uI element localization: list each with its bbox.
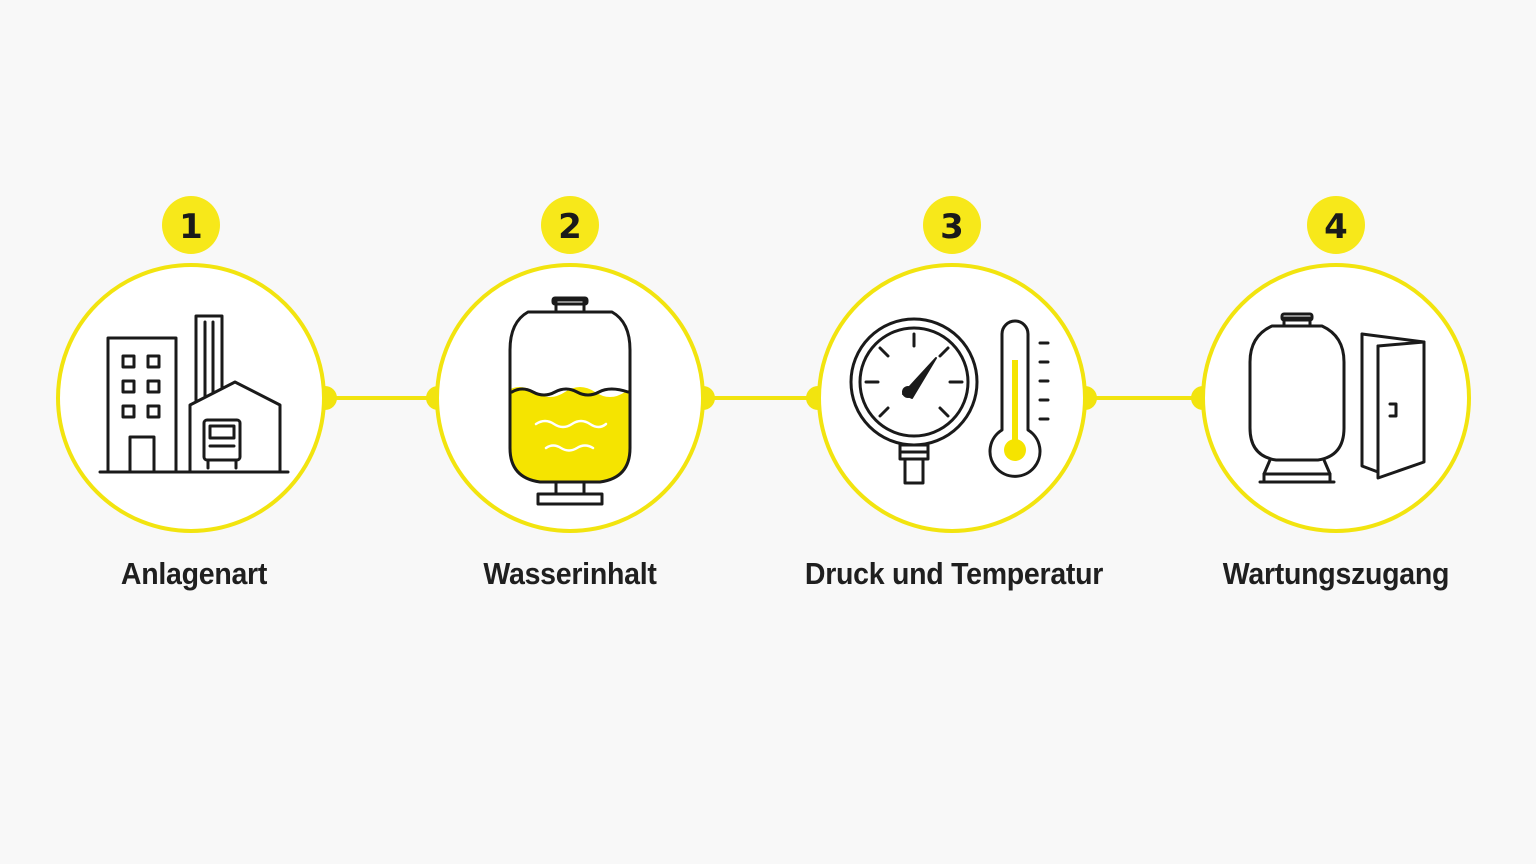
thermometer-icon bbox=[988, 319, 1050, 478]
step-2-badge bbox=[541, 196, 599, 254]
step-4: 4 bbox=[1201, 196, 1471, 533]
step-4-label: Wartungszugang bbox=[1222, 556, 1450, 591]
step-4-ring bbox=[1201, 263, 1471, 533]
step-1-ring bbox=[56, 263, 326, 533]
step-3-ring bbox=[817, 263, 1087, 533]
step-4-badge bbox=[1307, 196, 1365, 254]
step-3: 3 bbox=[817, 196, 1087, 533]
step-3-badge bbox=[923, 196, 981, 254]
connector-1-2 bbox=[313, 386, 450, 410]
step-1: 1 bbox=[56, 196, 326, 533]
step-1-number: 1 bbox=[179, 207, 203, 247]
pressure-gauge-icon bbox=[849, 317, 979, 485]
connector-3-4 bbox=[1073, 386, 1215, 410]
connector-2-3 bbox=[691, 386, 830, 410]
water-tank-icon bbox=[508, 296, 632, 506]
step-2-number: 2 bbox=[558, 207, 582, 247]
step-2: 2 bbox=[435, 196, 705, 533]
step-3-number: 3 bbox=[940, 207, 964, 247]
step-2-label: Wasserinhalt bbox=[483, 556, 657, 591]
industrial-building-icon bbox=[98, 314, 290, 474]
step-1-label: Anlagenart bbox=[120, 556, 268, 591]
step-4-number: 4 bbox=[1324, 207, 1348, 247]
step-3-label: Druck und Temperatur bbox=[804, 556, 1104, 591]
door-icon bbox=[1360, 332, 1426, 480]
step-1-badge bbox=[162, 196, 220, 254]
pressure-vessel-icon bbox=[1248, 312, 1346, 484]
